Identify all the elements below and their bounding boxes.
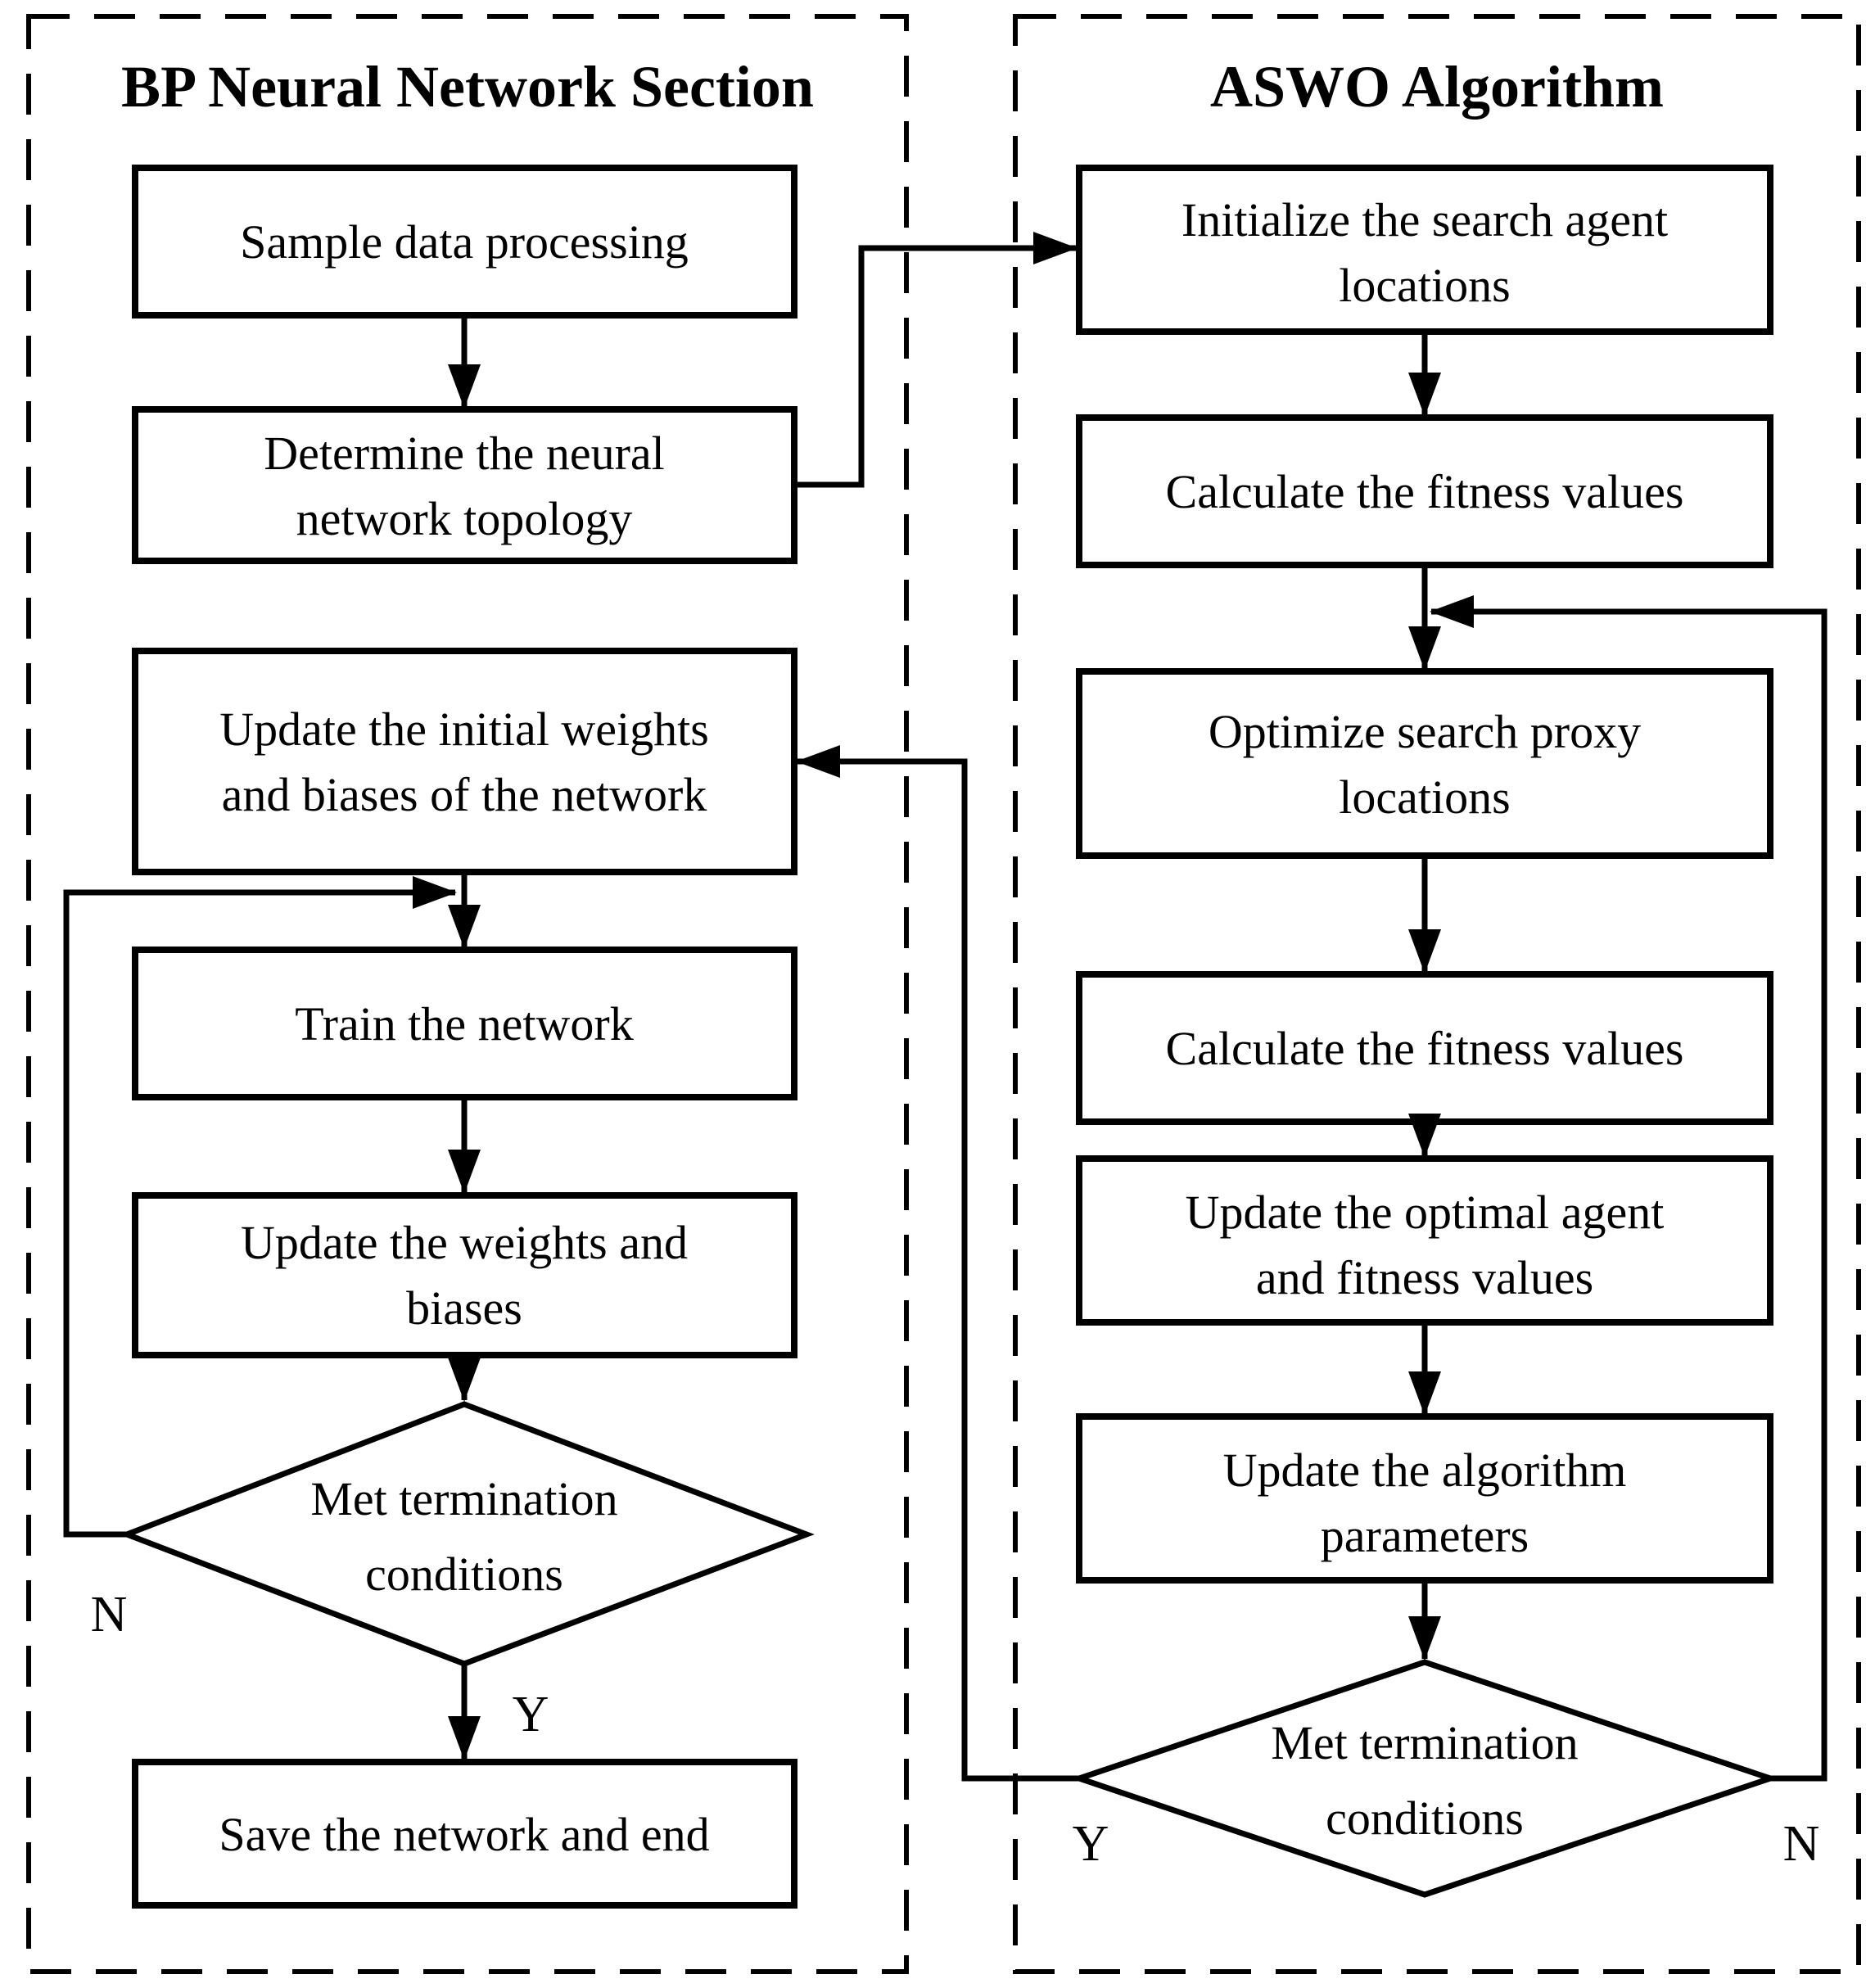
- node-label: parameters: [1321, 1509, 1529, 1562]
- node-calculate-fitness-1: Calculate the fitness values: [1076, 414, 1773, 568]
- node-label: Calculate the fitness values: [1166, 1022, 1684, 1075]
- connector-topology-to-initialize: [791, 232, 1078, 488]
- aswo-no-label: N: [1783, 1816, 1820, 1872]
- node-sample-data-processing: Sample data processing: [132, 165, 797, 319]
- node-label: Update the initial weights: [219, 703, 709, 756]
- decision-diamond: [119, 1401, 815, 1667]
- node-label: Save the network and end: [219, 1808, 709, 1861]
- node-save-network-end: Save the network and end: [132, 1759, 797, 1909]
- decision-bp-termination: Met termination conditions: [119, 1401, 815, 1667]
- node-label: Sample data processing: [240, 215, 689, 269]
- node-box: [132, 165, 797, 319]
- node-box: [1076, 1155, 1773, 1326]
- node-box: [132, 406, 797, 564]
- node-label: Optimize search proxy: [1209, 705, 1641, 758]
- loop-aswo-no-branch: [1430, 595, 1828, 1782]
- decision-diamond: [1070, 1659, 1779, 1898]
- node-box: [132, 1192, 797, 1358]
- connector-aswo-yes-to-updateinitial: [796, 745, 1082, 1782]
- decision-aswo-termination: Met termination conditions: [1070, 1659, 1779, 1898]
- bp-yes-label: Y: [513, 1687, 549, 1742]
- node-optimize-proxy: Optimize search proxy locations: [1076, 668, 1773, 859]
- node-label: locations: [1339, 259, 1510, 312]
- node-label: locations: [1339, 770, 1510, 824]
- node-initialize-agents: Initialize the search agent locations: [1076, 165, 1773, 335]
- node-determine-topology: Determine the neural network topology: [132, 406, 797, 564]
- node-label: Determine the neural: [264, 427, 665, 480]
- node-label: Update the algorithm: [1223, 1444, 1627, 1497]
- node-box: [132, 648, 797, 875]
- node-label: Initialize the search agent: [1181, 193, 1668, 246]
- bp-no-label: N: [91, 1587, 128, 1642]
- node-update-algorithm-params: Update the algorithm parameters: [1076, 1413, 1773, 1584]
- node-label: biases: [406, 1281, 522, 1335]
- node-box: [132, 947, 797, 1100]
- decision-label: Met termination: [1271, 1716, 1578, 1769]
- node-box: [1076, 414, 1773, 568]
- node-update-initial-weights: Update the initial weights and biases of…: [132, 648, 797, 875]
- node-box: [132, 1759, 797, 1909]
- node-label: Calculate the fitness values: [1166, 465, 1684, 518]
- decision-label: conditions: [1326, 1791, 1524, 1845]
- node-box: [1076, 971, 1773, 1125]
- node-label: and biases of the network: [222, 768, 707, 821]
- bp-section-title: BP Neural Network Section: [121, 54, 814, 120]
- node-calculate-fitness-2: Calculate the fitness values: [1076, 971, 1773, 1125]
- decision-label: Met termination: [310, 1472, 617, 1525]
- node-label: network topology: [296, 492, 633, 545]
- node-update-weights-biases: Update the weights and biases: [132, 1192, 797, 1358]
- aswo-yes-label: Y: [1073, 1816, 1109, 1872]
- loop-bp-no-branch: [63, 876, 457, 1538]
- decision-label: conditions: [365, 1547, 563, 1601]
- node-update-optimal-agent: Update the optimal agent and fitness val…: [1076, 1155, 1773, 1326]
- aswo-section-title: ASWO Algorithm: [1210, 54, 1664, 120]
- node-box: [1076, 668, 1773, 859]
- bp-section-border: [26, 14, 909, 1974]
- aswo-section-border: [1013, 14, 1861, 1974]
- node-label: Update the weights and: [241, 1216, 688, 1269]
- node-label: Update the optimal agent: [1186, 1186, 1665, 1239]
- node-box: [1076, 165, 1773, 335]
- node-label: Train the network: [295, 997, 633, 1050]
- node-train-network: Train the network: [132, 947, 797, 1100]
- node-label: and fitness values: [1256, 1251, 1593, 1304]
